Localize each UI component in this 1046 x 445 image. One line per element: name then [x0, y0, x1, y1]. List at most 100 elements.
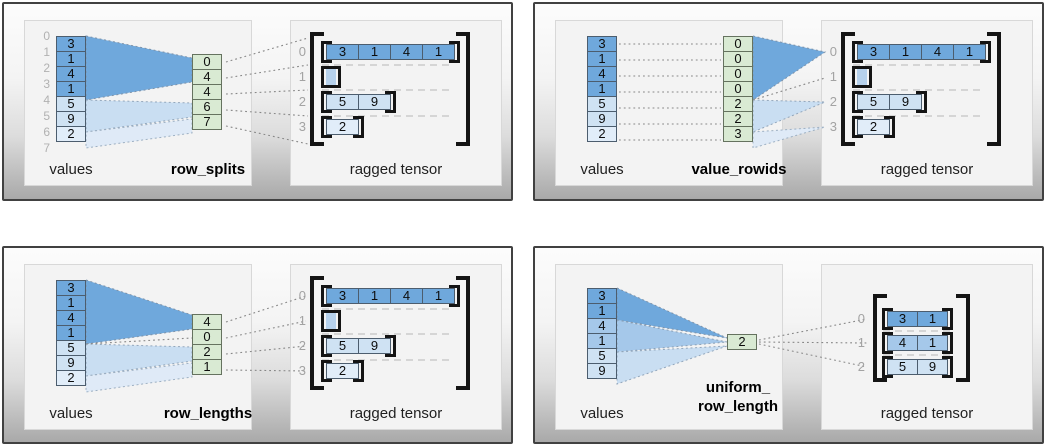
ragged-row: 5 9	[321, 91, 396, 113]
ragged-cell: 1	[889, 44, 922, 60]
row-index-label: 1	[298, 69, 306, 84]
index-label: 7	[43, 141, 50, 155]
values-label: values	[49, 405, 93, 422]
outer-open-bracket-icon	[310, 276, 324, 390]
ragged-tensor-label: ragged tensor	[880, 405, 974, 422]
value-cell: 3	[56, 36, 86, 52]
value-cell: 5	[587, 348, 617, 364]
row-index-label: 2	[298, 94, 306, 109]
value-cell: 1	[587, 333, 617, 349]
ragged-cell: 4	[921, 44, 954, 60]
method-cell: 4	[192, 314, 222, 330]
row-index-label: 0	[298, 44, 306, 59]
ragged-cell: 9	[917, 359, 948, 375]
ragged-cell: 9	[358, 338, 391, 354]
fan-shape	[752, 35, 827, 101]
ragged-tensor-label: ragged tensor	[349, 161, 443, 178]
ragged-cell: 5	[857, 94, 890, 110]
open-bracket-icon	[321, 116, 332, 138]
fan-shape	[616, 345, 728, 385]
ragged-row: 5 9	[852, 91, 927, 113]
fan-shape	[85, 35, 193, 101]
ragged-cell: 5	[887, 359, 918, 375]
value-cell: 9	[56, 111, 86, 127]
row-separators	[853, 64, 985, 117]
fan-shape	[752, 99, 826, 133]
value-cell: 1	[56, 295, 86, 311]
values-column: 3 1 4 1 5 9 2	[56, 280, 86, 386]
ragged-row: 4 1	[882, 332, 953, 354]
value-cell: 1	[56, 81, 86, 97]
fan-shape	[85, 279, 193, 345]
index-label: 5	[43, 109, 50, 123]
ragged-cell: 5	[326, 94, 359, 110]
value-cell: 4	[587, 66, 617, 82]
ragged-cell: 9	[889, 94, 922, 110]
outer-open-bracket-icon	[873, 294, 887, 382]
value-cell: 2	[56, 370, 86, 386]
connector-overlay	[619, 35, 985, 149]
open-bracket-icon	[882, 332, 893, 354]
method-cell: 1	[192, 359, 222, 375]
connector-overlay	[85, 35, 454, 149]
method-cell: 0	[723, 51, 753, 67]
row-index-label: 0	[298, 288, 306, 303]
close-bracket-icon	[330, 66, 341, 88]
close-bracket-icon	[385, 91, 396, 113]
ragged-tensor-label: ragged tensor	[880, 161, 974, 178]
value-cell: 3	[587, 288, 617, 304]
open-bracket-icon	[321, 310, 332, 332]
fan-shape	[616, 319, 728, 353]
method-cell: 3	[723, 126, 753, 142]
open-bracket-icon	[852, 41, 863, 63]
panel-value-rowids: 3 1 4 1 5 9 2 0 0 0 0 2 2 3 0 1 2 3 3 1 …	[533, 2, 1044, 201]
ragged-row: 2	[321, 116, 364, 138]
open-bracket-icon	[852, 91, 863, 113]
row-separators	[322, 308, 454, 361]
row-index-label: 1	[298, 313, 306, 328]
outer-close-bracket-icon	[456, 276, 470, 390]
outer-open-bracket-icon	[310, 32, 324, 146]
index-label: 1	[43, 45, 50, 59]
ragged-cell: 1	[358, 288, 391, 304]
row-index-label: 0	[829, 44, 837, 59]
row-index-label: 3	[298, 119, 306, 134]
open-bracket-icon	[321, 41, 332, 63]
method-cell: 0	[723, 36, 753, 52]
ragged-cell: 1	[422, 44, 455, 60]
ragged-cell: 3	[857, 44, 890, 60]
method-label-line1: uniform_	[705, 379, 771, 396]
value-cell: 1	[587, 51, 617, 67]
fan-shape	[616, 287, 728, 339]
method-label: row_lengths	[163, 405, 253, 422]
ragged-row-empty	[321, 310, 341, 332]
ragged-cell: 5	[326, 338, 359, 354]
method-cell: 2	[723, 111, 753, 127]
index-label: 2	[43, 61, 50, 75]
panel-row-splits: 0 1 2 3 4 5 6 7 3 1 4 1 5 9 2 0 4 4 6 7 …	[2, 2, 513, 201]
open-bracket-icon	[852, 116, 863, 138]
value-cell: 2	[587, 126, 617, 142]
value-cell: 3	[56, 280, 86, 296]
fan-shape	[752, 126, 826, 149]
ragged-cell: 1	[422, 288, 455, 304]
value-cell: 5	[56, 340, 86, 356]
ragged-cell: 1	[953, 44, 986, 60]
value-cell: 1	[587, 81, 617, 97]
outer-open-bracket-icon	[841, 32, 855, 146]
panel-row-lengths: 3 1 4 1 5 9 2 4 0 2 1 0 1 2 3 3 1 4 1	[2, 246, 513, 444]
close-bracket-icon	[353, 116, 364, 138]
row-splits-column: 0 4 4 6 7	[192, 54, 222, 130]
row-index-label: 2	[857, 359, 865, 374]
row-index-label: 3	[298, 363, 306, 378]
value-cell: 9	[56, 355, 86, 371]
row-lengths-column: 4 0 2 1	[192, 314, 222, 375]
close-bracket-icon	[353, 360, 364, 382]
ragged-row: 3 1	[882, 308, 953, 330]
ragged-cell: 1	[917, 311, 948, 327]
method-cell: 4	[192, 69, 222, 85]
open-bracket-icon	[321, 285, 332, 307]
values-label: values	[580, 161, 624, 178]
value-cell: 2	[56, 126, 86, 142]
value-rowids-column: 0 0 0 0 2 2 3	[723, 36, 753, 142]
